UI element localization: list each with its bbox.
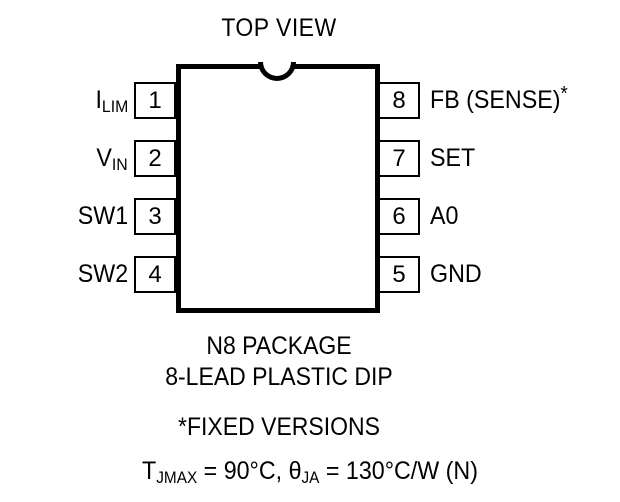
caption-lead-type: 8-LEAD PLASTIC DIP <box>165 363 393 391</box>
caption-fixed-versions: *FIXED VERSIONS <box>178 413 380 441</box>
pin-box-6: 6 <box>378 198 420 235</box>
thermal-tj-subscript: JMAX <box>156 468 198 487</box>
pin-label-vin-main: V <box>96 144 113 172</box>
pin-box-8: 8 <box>378 82 420 119</box>
pin-label-ilim-main: I <box>95 86 102 114</box>
thermal-tj-value: = 90°C, <box>197 457 289 485</box>
pin-box-5: 5 <box>378 256 420 293</box>
pin-label-gnd: GND <box>430 260 482 288</box>
caption-thermal-specs: TJMAX = 90°C, θJA = 130°C/W (N) <box>22 457 599 487</box>
pin-label-ilim-sub: LIM <box>101 96 128 116</box>
pin-box-1: 1 <box>134 82 176 119</box>
pin-box-7: 7 <box>378 140 420 177</box>
pin-label-vin: VIN <box>97 140 128 179</box>
page-title: TOP VIEW <box>221 14 337 42</box>
pin-label-sw2: SW2 <box>77 260 128 288</box>
pin-label-set: SET <box>430 144 476 172</box>
thermal-theta-symbol: θ <box>288 457 302 485</box>
package-body-outline <box>176 64 380 313</box>
pin-label-fb-sense-main: FB (SENSE) <box>430 86 561 114</box>
pin-box-3: 3 <box>134 198 176 235</box>
thermal-tj-symbol: T <box>142 457 157 485</box>
pin-label-fb-sense-asterisk: * <box>560 82 568 105</box>
thermal-theta-subscript: JA <box>301 468 320 487</box>
caption-package-name: N8 PACKAGE <box>206 332 352 360</box>
pin-label-vin-sub: IN <box>112 154 128 174</box>
pin-label-ilim: ILIM <box>95 82 128 121</box>
pin-label-fb-sense: FB (SENSE)* <box>430 82 568 121</box>
thermal-theta-value: = 130°C/W (N) <box>319 457 478 485</box>
pin-label-sw1: SW1 <box>77 202 128 230</box>
pin-box-2: 2 <box>134 140 176 177</box>
pin-label-a0: A0 <box>430 202 459 230</box>
pin-box-4: 4 <box>134 256 176 293</box>
